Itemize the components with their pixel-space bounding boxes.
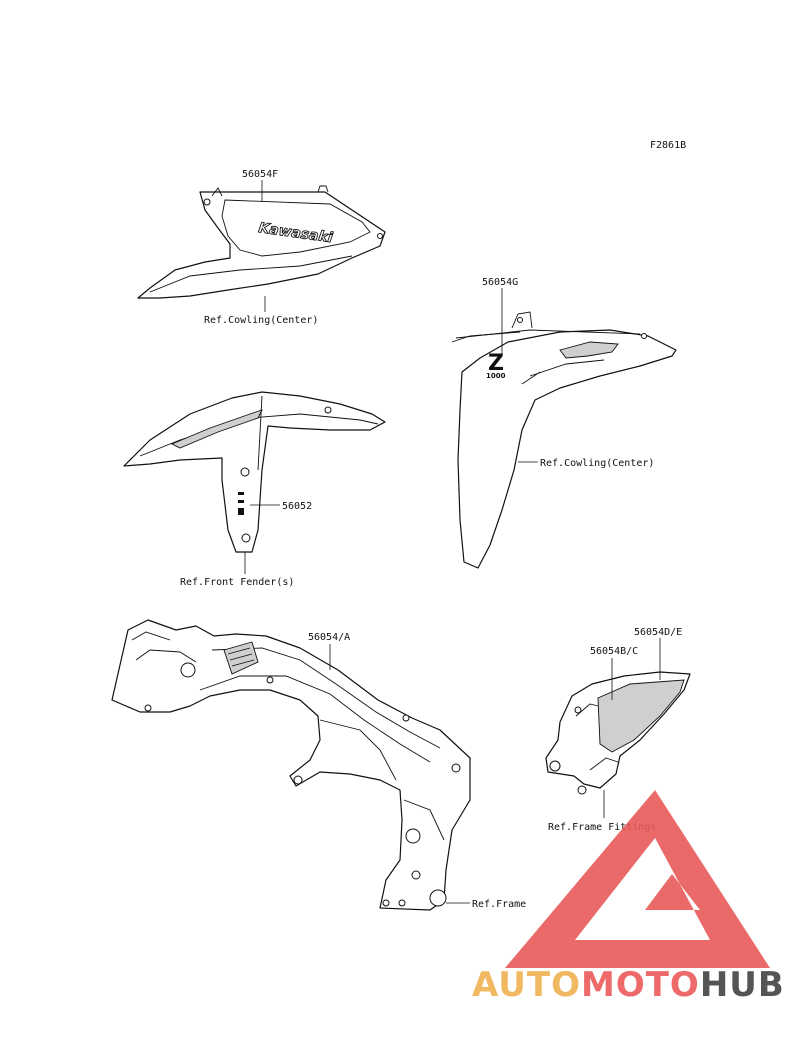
svg-text:AUTOMOTOHUB: AUTOMOTOHUB (472, 965, 785, 1005)
z1000-decal: Z 1000 (486, 351, 506, 380)
svg-text:Z: Z (488, 351, 504, 376)
callout-56054DE: 56054D/E (634, 627, 682, 638)
callout-frame-ref: Ref.Frame (472, 899, 526, 910)
tank-cover-drawing: Kawasaki (137, 185, 386, 299)
callout-side-cowl-ref: Ref.Cowling(Center) (540, 458, 654, 469)
frame-drawing (111, 619, 471, 911)
callout-56054G: 56054G (482, 277, 518, 288)
callout-56054A: 56054/A (308, 632, 350, 643)
watermark-hub: HUB (700, 965, 785, 1005)
watermark-auto: AUTO (472, 965, 581, 1005)
callout-56054BC: 56054B/C (590, 646, 638, 657)
watermark-triangle-logo (505, 790, 770, 968)
figure-code: F2861B (650, 140, 686, 151)
frame-fitting-drawing (545, 671, 691, 795)
automotohub-watermark: AUTOMOTOHUB (472, 790, 785, 1005)
side-cowl-drawing: Z 1000 (451, 311, 677, 569)
watermark-moto: MOTO (581, 965, 700, 1005)
callout-tank-ref: Ref.Cowling(Center) (204, 315, 318, 326)
callout-fender-ref: Ref.Front Fender(s) (180, 577, 294, 588)
svg-text:1000: 1000 (486, 372, 506, 380)
front-fender-drawing (123, 391, 386, 553)
callout-fitting-ref: Ref.Frame Fittings (548, 822, 656, 833)
callout-56052: 56052 (282, 501, 312, 512)
callout-56054F: 56054F (242, 169, 278, 180)
